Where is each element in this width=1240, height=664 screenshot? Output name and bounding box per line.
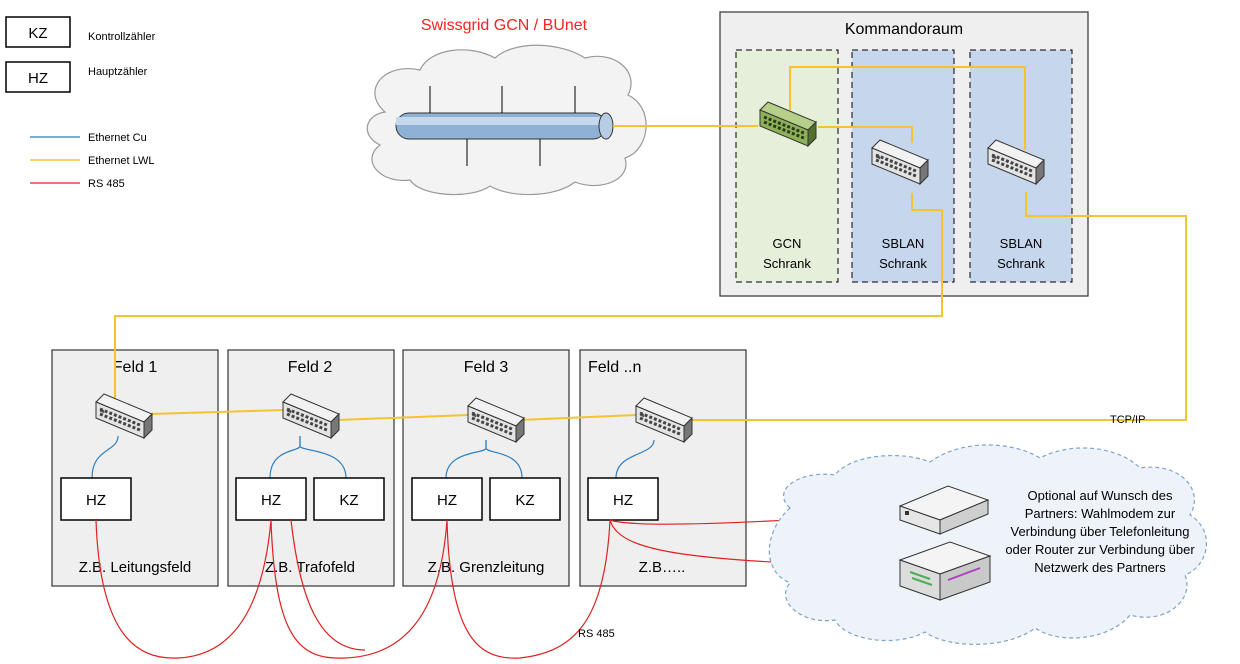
field-1-title: Feld 1 bbox=[113, 359, 158, 376]
legend-kz-box bbox=[5, 16, 71, 48]
optional-line-2: Partners: Wahlmodem zur bbox=[1025, 506, 1176, 521]
meter-hz-feld1-label: HZ bbox=[86, 492, 106, 509]
legend-hz-symbol: HZ bbox=[28, 70, 48, 87]
router-icon bbox=[898, 541, 992, 601]
meter-hz-feld2-label: HZ bbox=[261, 492, 281, 509]
meter-hz-feld3 bbox=[411, 477, 483, 521]
meter-hz-feld3-label: HZ bbox=[437, 492, 457, 509]
legend-hz-box bbox=[5, 61, 71, 93]
cabinet-1-line2: Schrank bbox=[763, 256, 811, 271]
legend-kz-symbol: KZ bbox=[28, 25, 47, 42]
field-2-title: Feld 2 bbox=[288, 359, 333, 376]
field-box-2 bbox=[227, 349, 395, 587]
modem-icon bbox=[898, 485, 990, 535]
meter-hz-feld2 bbox=[235, 477, 307, 521]
gcn-cabinet bbox=[735, 49, 839, 283]
control-room-title: Kommandoraum bbox=[845, 21, 963, 38]
meter-hz-feldn-label: HZ bbox=[613, 492, 633, 509]
copper-links bbox=[91, 435, 655, 479]
optional-line-5: Netzwerk des Partners bbox=[1034, 560, 1166, 575]
optional-line-4: oder Router zur Verbindung über bbox=[1005, 542, 1195, 557]
tcpip-label: TCP/IP bbox=[1110, 414, 1145, 426]
optional-line-1: Optional auf Wunsch des bbox=[1027, 488, 1173, 503]
legend-cu-text: Ethernet Cu bbox=[88, 132, 147, 144]
legend-lwl-text: Ethernet LWL bbox=[88, 155, 154, 167]
cabinet-3-line2: Schrank bbox=[997, 256, 1045, 271]
cabinet-3-line1: SBLAN bbox=[1000, 236, 1043, 251]
fiber-gcn-to-sblan1 bbox=[818, 126, 913, 143]
optional-line-3: Verbindung über Telefonleitung bbox=[1010, 524, 1189, 539]
rs485-label: RS 485 bbox=[578, 628, 615, 640]
cabinet-2-line1: SBLAN bbox=[882, 236, 925, 251]
field-boxes: Feld 1 Feld 2 Feld 3 Feld ..n Z.B. Leitu… bbox=[51, 349, 747, 587]
meter-kz-feld2 bbox=[313, 477, 385, 521]
field-1-caption: Z.B. Leitungsfeld bbox=[79, 559, 192, 576]
meters: HZ HZ KZ HZ KZ HZ bbox=[60, 477, 659, 521]
meter-kz-feld2-label: KZ bbox=[339, 492, 358, 509]
field-2-caption: Z.B. Trafofeld bbox=[265, 559, 355, 576]
field-3-title: Feld 3 bbox=[464, 359, 509, 376]
field-n-title: Feld ..n bbox=[588, 359, 641, 376]
fiber-feld1-feld2 bbox=[149, 409, 285, 415]
legend-kz-text: Kontrollzähler bbox=[88, 31, 156, 43]
meter-kz-feld3 bbox=[489, 477, 561, 521]
fiber-feld3-feldn bbox=[519, 414, 637, 421]
cabinet-1-line1: GCN bbox=[773, 236, 802, 251]
fiber-links bbox=[114, 66, 1187, 421]
meter-hz-feld1 bbox=[60, 477, 132, 521]
field-3-caption: Z.B. Grenzleitung bbox=[428, 559, 545, 576]
fiber-sblan1-to-feld1 bbox=[114, 193, 943, 398]
network-title: Swissgrid GCN / BUnet bbox=[421, 17, 588, 34]
fiber-feld2-feld3 bbox=[336, 414, 469, 421]
legend-rs485-text: RS 485 bbox=[88, 178, 125, 190]
fiber-gcn-to-sblan2 bbox=[789, 66, 1026, 150]
fiber-sblan2-to-feldn bbox=[690, 192, 1187, 421]
legend: KZ Kontrollzähler HZ Hauptzähler Etherne… bbox=[5, 16, 156, 190]
network-cloud: Swissgrid GCN / BUnet bbox=[366, 17, 647, 196]
field-n-caption: Z.B….. bbox=[639, 559, 686, 576]
meter-kz-feld3-label: KZ bbox=[515, 492, 534, 509]
meter-hz-feldn bbox=[587, 477, 659, 521]
field-box-1 bbox=[51, 349, 219, 587]
optional-cloud: Optional auf Wunsch des Partners: Wahlmo… bbox=[768, 444, 1207, 645]
rs485-links bbox=[95, 512, 901, 659]
cabinet-2-line2: Schrank bbox=[879, 256, 927, 271]
field-box-3 bbox=[402, 349, 570, 587]
legend-hz-text: Hauptzähler bbox=[88, 66, 148, 78]
